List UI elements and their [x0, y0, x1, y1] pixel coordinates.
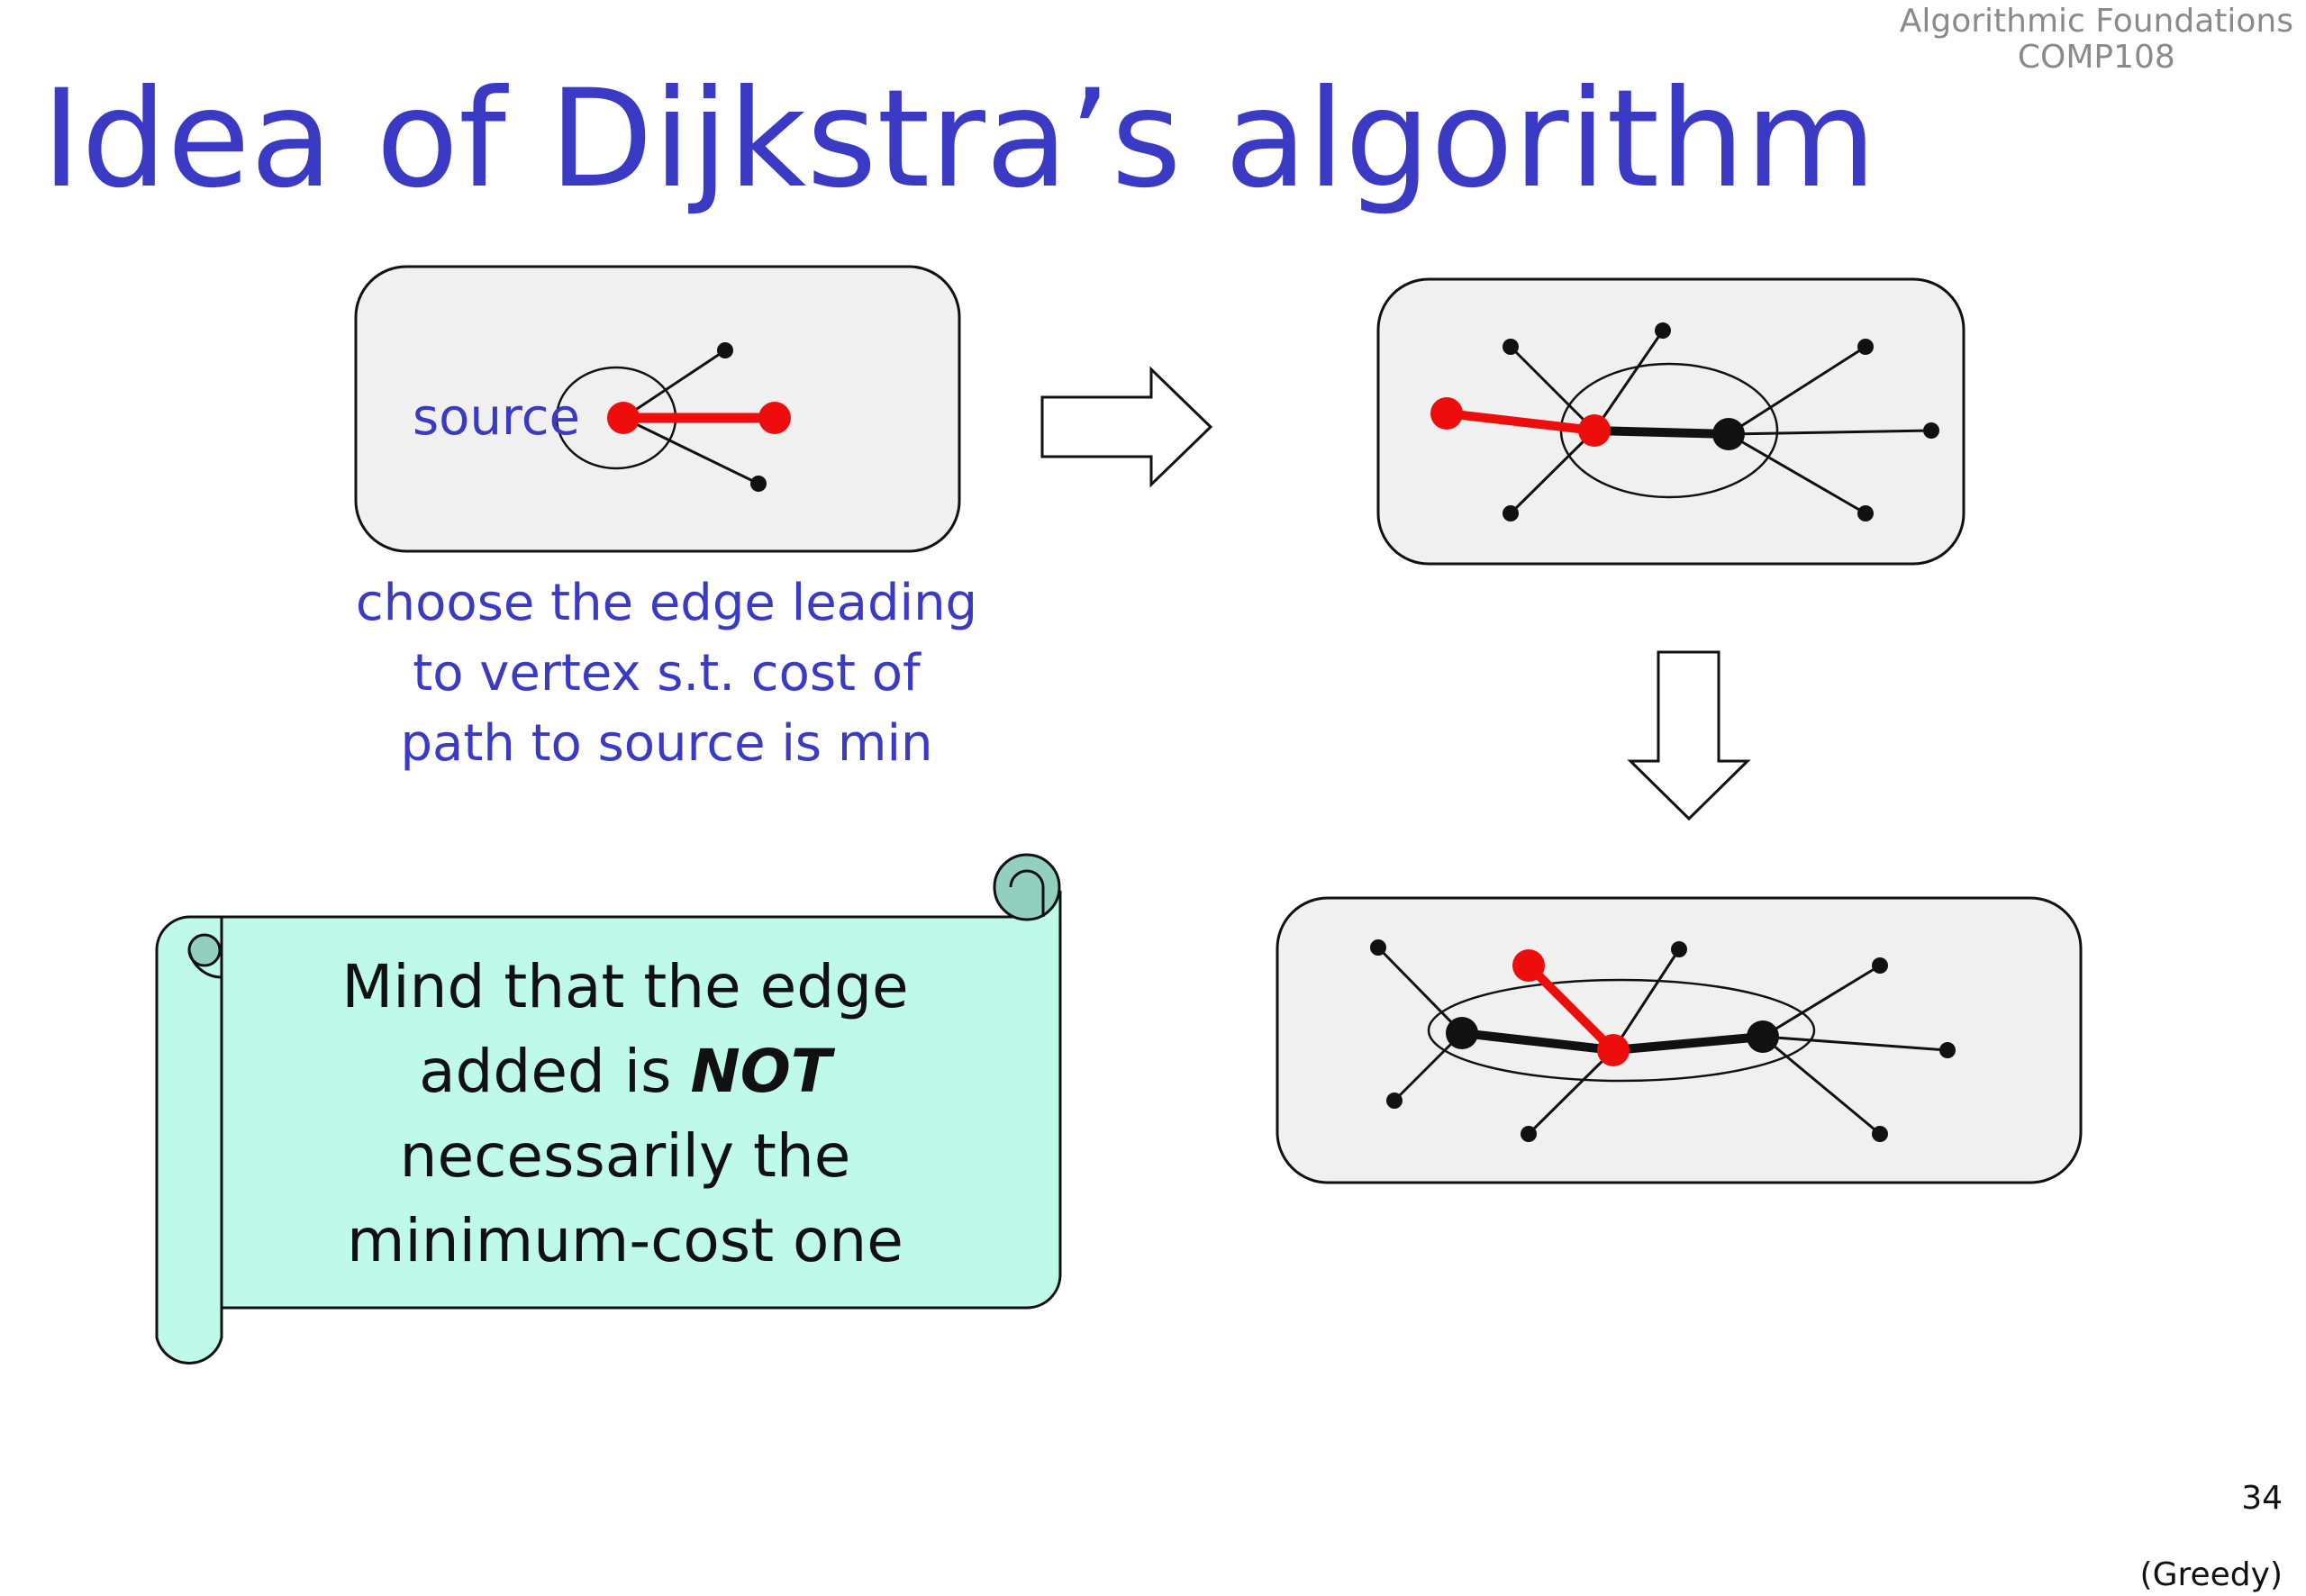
- note-line: necessarily the: [400, 1121, 851, 1191]
- graph-vertex: [1370, 939, 1386, 956]
- source-vertex: [1578, 414, 1611, 447]
- graph-vertex: [1857, 505, 1874, 521]
- graph-edge: [1509, 345, 1596, 432]
- tree-edge: [1461, 1029, 1614, 1055]
- graph-edge: [1762, 1035, 1881, 1136]
- graph-vertex: [1671, 941, 1687, 957]
- graph-vertex: [1503, 505, 1519, 521]
- graph-panel-step-two: [1276, 896, 2083, 1184]
- visited-vertex: [1747, 1020, 1779, 1053]
- graph-vertex: [1923, 422, 1939, 439]
- visited-vertex: [1446, 1017, 1478, 1049]
- chosen-edge: [1446, 409, 1595, 435]
- graph-edge: [1376, 946, 1464, 1035]
- new-vertex: [1430, 397, 1463, 430]
- chosen-edge: [1525, 962, 1617, 1054]
- new-vertex: [758, 402, 791, 434]
- graph-edge: [1593, 330, 1665, 431]
- note-emphasis: NOT: [691, 1037, 836, 1106]
- panel-box: [354, 265, 961, 553]
- graph-panel-step-one: [1376, 277, 1966, 566]
- scroll-right-curl: [993, 853, 1061, 921]
- graph-vertex: [1872, 957, 1888, 974]
- source-vertex: [1597, 1034, 1630, 1066]
- caption: choose the edge leading to vertex s.t. c…: [356, 574, 977, 773]
- graph-vertex: [1503, 339, 1519, 355]
- visited-vertex: [1712, 418, 1745, 450]
- graph-edge: [1728, 345, 1866, 436]
- arrow-down-icon: [1627, 650, 1751, 821]
- graph-edge: [1527, 1048, 1615, 1136]
- source-vertex: [607, 402, 640, 434]
- graph-vertex: [1386, 1093, 1403, 1109]
- page-number: 34: [2241, 1480, 2283, 1517]
- caption-line: choose the edge leading: [356, 574, 977, 632]
- tree-edge: [1612, 1032, 1764, 1055]
- graph-edge: [622, 349, 726, 420]
- graph-edge: [622, 416, 759, 485]
- note-line: minimum-cost one: [347, 1206, 903, 1275]
- graph-vertex: [717, 342, 733, 358]
- scroll-left-curl-line: [187, 949, 222, 979]
- graph-vertex: [750, 476, 767, 492]
- panel-box: [1376, 277, 1966, 566]
- caption-line: path to source is min: [400, 714, 932, 773]
- note-line: added is NOT: [419, 1037, 836, 1106]
- graph-vertex: [1521, 1126, 1537, 1142]
- graph-edge: [1728, 432, 1866, 515]
- note-line: Mind that the edge: [341, 952, 908, 1021]
- graph-edge: [1762, 964, 1881, 1038]
- course-code: COMP108: [2017, 39, 2175, 76]
- footer-label: (Greedy): [2139, 1556, 2283, 1593]
- note-line-prefix: added is: [419, 1037, 690, 1106]
- arrow-right-icon: [1040, 366, 1213, 488]
- graph-panel-initial: source: [354, 265, 961, 553]
- graph-edge: [1728, 429, 1932, 436]
- graph-edge: [1762, 1035, 1948, 1052]
- tree-edge: [1593, 426, 1730, 439]
- scroll-left-roll: [155, 915, 223, 1365]
- course-header: Algorithmic Foundations COMP108: [1900, 4, 2293, 76]
- graph-edge: [1509, 429, 1596, 515]
- caption-line: to vertex s.t. cost of: [413, 644, 921, 703]
- graph-vertex: [1872, 1126, 1888, 1142]
- visited-set-ellipse: [1427, 978, 1816, 1083]
- graph-vertex: [1939, 1042, 1956, 1058]
- course-title: Algorithmic Foundations: [1899, 3, 2293, 40]
- new-vertex: [1512, 949, 1545, 982]
- source-label: source: [413, 388, 580, 447]
- graph-vertex: [1857, 339, 1874, 355]
- scroll-right-curl-inner: [1009, 869, 1045, 917]
- scroll-banner: [155, 853, 1062, 1365]
- slide-title: Idea of Dijkstra’s algorithm: [41, 61, 1877, 218]
- graph-vertex: [1655, 322, 1671, 339]
- scroll-note-text: Mind that the edge added is NOT necessar…: [341, 952, 908, 1275]
- graph-edge: [1611, 948, 1681, 1051]
